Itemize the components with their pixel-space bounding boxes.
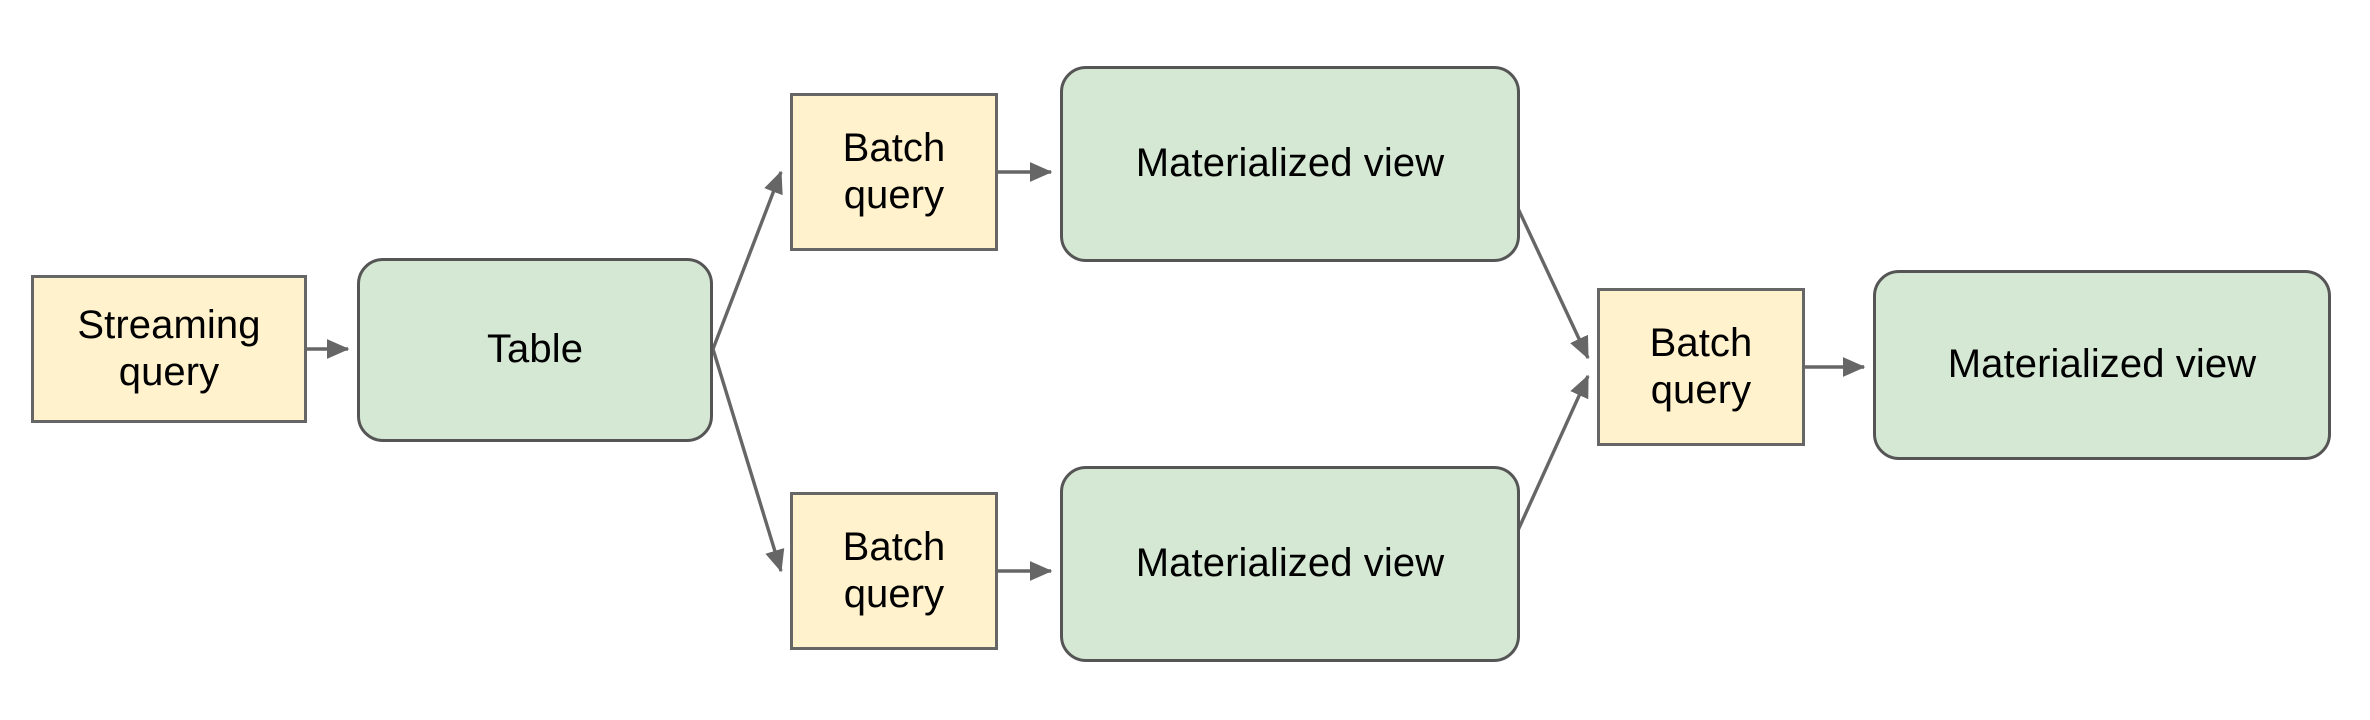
node-label-batch-query-bottom: Batch query [842, 524, 946, 616]
edge-table-to-batch-query-top [711, 170, 783, 350]
node-label-batch-query-top: Batch query [842, 125, 946, 217]
node-materialized-view-top[interactable]: Materialized view [1060, 66, 1520, 262]
node-label-materialized-view-top: Materialized view [1135, 141, 1445, 186]
node-label-materialized-view-final: Materialized view [1947, 342, 2257, 387]
node-label-streaming-query: Streaming query [77, 302, 261, 394]
node-label-batch-query-merge: Batch query [1649, 320, 1753, 412]
node-table[interactable]: Table [357, 258, 713, 442]
node-batch-query-merge[interactable]: Batch query [1597, 288, 1805, 446]
node-label-materialized-view-bottom: Materialized view [1135, 541, 1445, 586]
edge-table-to-batch-query-bottom [711, 348, 785, 573]
node-batch-query-top[interactable]: Batch query [790, 93, 998, 251]
node-materialized-view-final[interactable]: Materialized view [1873, 270, 2331, 460]
node-batch-query-bottom[interactable]: Batch query [790, 492, 998, 650]
node-materialized-view-bottom[interactable]: Materialized view [1060, 466, 1520, 662]
node-streaming-query[interactable]: Streaming query [31, 275, 307, 423]
node-label-table: Table [486, 327, 584, 372]
